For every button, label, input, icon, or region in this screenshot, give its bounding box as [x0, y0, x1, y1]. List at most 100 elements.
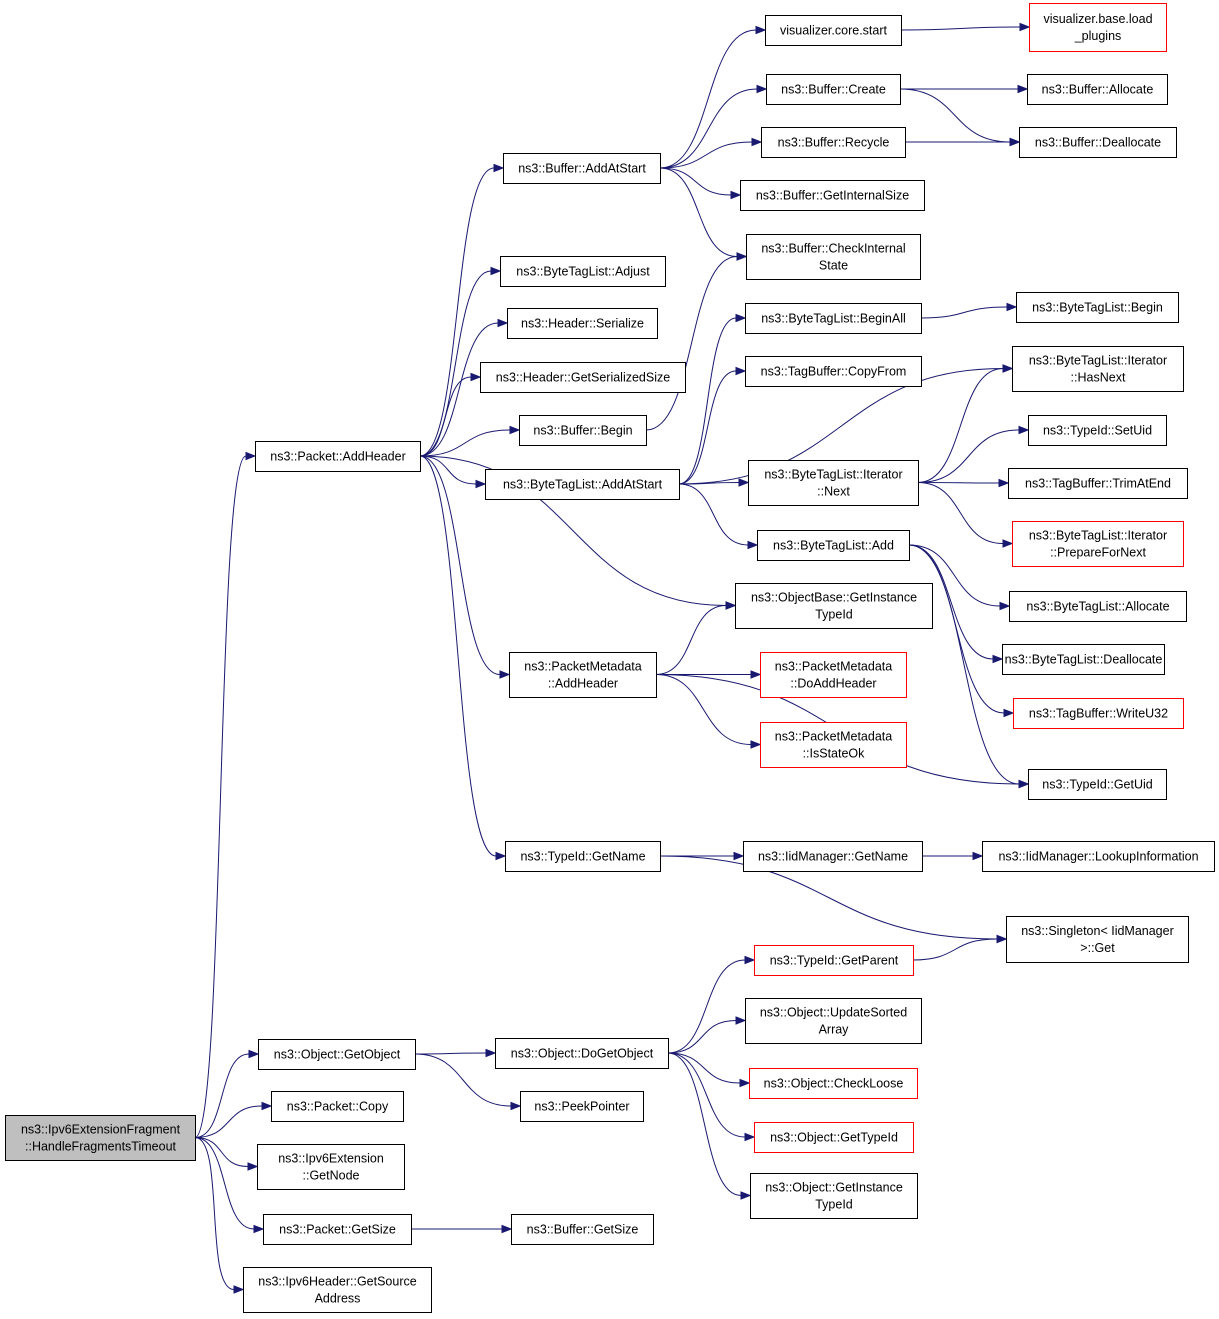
node-label: ns3::ByteTagList::AddAtStart: [503, 478, 663, 492]
node-pm-addheader[interactable]: ns3::PacketMetadata::AddHeader: [509, 652, 657, 698]
node-label: ns3::ByteTagList::Deallocate: [1005, 653, 1163, 667]
node-box: [745, 303, 922, 334]
node-box: [766, 74, 901, 105]
edge-buffer-addatstart-to-buffer-recycle: [659, 137, 763, 169]
node-box: [748, 460, 919, 506]
node-object-dogetobject[interactable]: ns3::Object::DoGetObject: [495, 1038, 669, 1069]
node-buffer-getsize[interactable]: ns3::Buffer::GetSize: [511, 1214, 654, 1245]
node-box: [505, 841, 661, 872]
node-buffer-recycle[interactable]: ns3::Buffer::Recycle: [761, 127, 906, 158]
node-box: [271, 1091, 404, 1122]
node-label: Address: [315, 1292, 361, 1306]
node-buffer-allocate[interactable]: ns3::Buffer::Allocate: [1027, 74, 1168, 105]
node-label: ns3::ByteTagList::Allocate: [1026, 600, 1169, 614]
node-label: ns3::Object::GetTypeId: [770, 1131, 898, 1145]
edge-btl-iter-next-to-tagbuffer-trimatend: [917, 478, 1010, 488]
node-viz-core-start[interactable]: visualizer.core.start: [765, 15, 902, 46]
node-viz-base-load[interactable]: visualizer.base.load_plugins: [1029, 3, 1167, 52]
edge-object-getobject-to-object-dogetobject: [414, 1048, 497, 1058]
edge-buffer-create-to-buffer-deallocate: [899, 88, 1021, 147]
edge-btl-add-to-btl-allocate: [908, 544, 1011, 611]
node-box: [757, 530, 910, 561]
edge-object-getobject-to-peekpointer: [414, 1053, 522, 1111]
node-box: [1028, 415, 1167, 446]
node-label: ns3::TagBuffer::TrimAtEnd: [1025, 477, 1171, 491]
node-label: Array: [819, 1023, 850, 1037]
node-buffer-addatstart[interactable]: ns3::Buffer::AddAtStart: [503, 153, 661, 184]
node-box: [743, 841, 923, 872]
node-btl-begin[interactable]: ns3::ByteTagList::Begin: [1016, 292, 1179, 323]
node-btl-iter-prepare[interactable]: ns3::ByteTagList::Iterator::PrepareForNe…: [1012, 521, 1184, 567]
node-label: ns3::TypeId::GetName: [520, 850, 645, 864]
node-btl-adjust[interactable]: ns3::ByteTagList::Adjust: [500, 256, 666, 287]
node-object-checkloose[interactable]: ns3::Object::CheckLoose: [749, 1068, 918, 1099]
node-typeid-setuid[interactable]: ns3::TypeId::SetUid: [1028, 415, 1167, 446]
node-btl-allocate[interactable]: ns3::ByteTagList::Allocate: [1009, 591, 1187, 622]
node-label: ns3::Buffer::Allocate: [1042, 83, 1154, 97]
node-buffer-begin[interactable]: ns3::Buffer::Begin: [519, 415, 647, 446]
edge-packet-addheader-to-btl-adjust: [419, 266, 502, 457]
node-header-getsersize[interactable]: ns3::Header::GetSerializedSize: [480, 362, 686, 393]
node-box: [765, 15, 902, 46]
node-box: [511, 1214, 654, 1245]
node-buffer-deallocate[interactable]: ns3::Buffer::Deallocate: [1019, 127, 1177, 158]
node-label: ns3::TypeId::GetUid: [1042, 778, 1153, 792]
node-buffer-create[interactable]: ns3::Buffer::Create: [766, 74, 901, 105]
node-typeid-getuid[interactable]: ns3::TypeId::GetUid: [1028, 769, 1167, 800]
node-tagbuffer-writeu32[interactable]: ns3::TagBuffer::WriteU32: [1013, 698, 1184, 729]
edge-viz-core-start-to-viz-base-load: [900, 22, 1031, 32]
node-box: [519, 415, 647, 446]
node-btl-add[interactable]: ns3::ByteTagList::Add: [757, 530, 910, 561]
edge-packet-addheader-to-header-serialize: [419, 318, 509, 457]
node-packet-copy[interactable]: ns3::Packet::Copy: [271, 1091, 404, 1122]
edge-root-to-ipv6ext-getnode: [194, 1137, 259, 1171]
node-object-gettypeid[interactable]: ns3::Object::GetTypeId: [754, 1122, 914, 1153]
node-header-serialize[interactable]: ns3::Header::Serialize: [507, 308, 658, 339]
node-btl-addatstart[interactable]: ns3::ByteTagList::AddAtStart: [485, 469, 680, 500]
edge-packet-addheader-to-pm-addheader: [419, 455, 511, 679]
node-pm-doaddheader[interactable]: ns3::PacketMetadata::DoAddHeader: [760, 652, 907, 698]
node-iidmanager-lookup[interactable]: ns3::IidManager::LookupInformation: [982, 841, 1215, 872]
node-packet-getsize[interactable]: ns3::Packet::GetSize: [263, 1214, 412, 1245]
node-label: ns3::Object::GetInstance: [765, 1181, 903, 1195]
node-btl-beginall[interactable]: ns3::ByteTagList::BeginAll: [745, 303, 922, 334]
node-box: [1012, 521, 1184, 567]
node-btl-iter-next[interactable]: ns3::ByteTagList::Iterator::Next: [748, 460, 919, 506]
node-btl-iter-hasnext[interactable]: ns3::ByteTagList::Iterator::HasNext: [1012, 346, 1184, 392]
node-label: ::PrepareForNext: [1050, 546, 1146, 560]
edge-packet-addheader-to-buffer-begin: [419, 425, 521, 457]
node-label: TypeId: [815, 608, 853, 622]
node-label: ns3::ByteTagList::Iterator: [1029, 354, 1167, 368]
node-object-getobject[interactable]: ns3::Object::GetObject: [258, 1039, 416, 1070]
node-iidmanager-getname[interactable]: ns3::IidManager::GetName: [743, 841, 923, 872]
edge-buffer-addatstart-to-viz-core-start: [659, 25, 767, 169]
node-typeid-getname[interactable]: ns3::TypeId::GetName: [505, 841, 661, 872]
node-label: ns3::TypeId::SetUid: [1043, 424, 1152, 438]
node-pm-isstateok[interactable]: ns3::PacketMetadata::IsStateOk: [760, 722, 907, 768]
node-peekpointer[interactable]: ns3::PeekPointer: [520, 1091, 644, 1122]
edge-root-to-packet-addheader: [194, 451, 257, 1138]
node-tagbuffer-copyfrom[interactable]: ns3::TagBuffer::CopyFrom: [745, 356, 922, 387]
node-singleton-get[interactable]: ns3::Singleton< IidManager>::Get: [1006, 916, 1189, 963]
node-buffer-getinternalsize[interactable]: ns3::Buffer::GetInternalSize: [740, 180, 925, 211]
node-packet-addheader[interactable]: ns3::Packet::AddHeader: [255, 441, 421, 472]
node-ipv6ext-getnode[interactable]: ns3::Ipv6Extension::GetNode: [257, 1144, 405, 1190]
node-label: ns3::TagBuffer::WriteU32: [1029, 707, 1168, 721]
node-typeid-getparent[interactable]: ns3::TypeId::GetParent: [754, 945, 914, 976]
node-label: ns3::PeekPointer: [534, 1100, 629, 1114]
node-label: ns3::ByteTagList::Begin: [1032, 301, 1163, 315]
node-box: [258, 1039, 416, 1070]
edge-packet-getsize-to-buffer-getsize: [411, 1224, 513, 1234]
node-label: ns3::PacketMetadata: [775, 660, 892, 674]
node-label: ns3::Buffer::GetInternalSize: [756, 189, 909, 203]
node-btl-deallocate[interactable]: ns3::ByteTagList::Deallocate: [1002, 644, 1165, 675]
node-box: [1019, 127, 1177, 158]
node-tagbuffer-trimatend[interactable]: ns3::TagBuffer::TrimAtEnd: [1008, 468, 1188, 499]
node-label: ns3::Ipv6Header::GetSource: [258, 1275, 416, 1289]
node-box: [5, 1115, 196, 1161]
